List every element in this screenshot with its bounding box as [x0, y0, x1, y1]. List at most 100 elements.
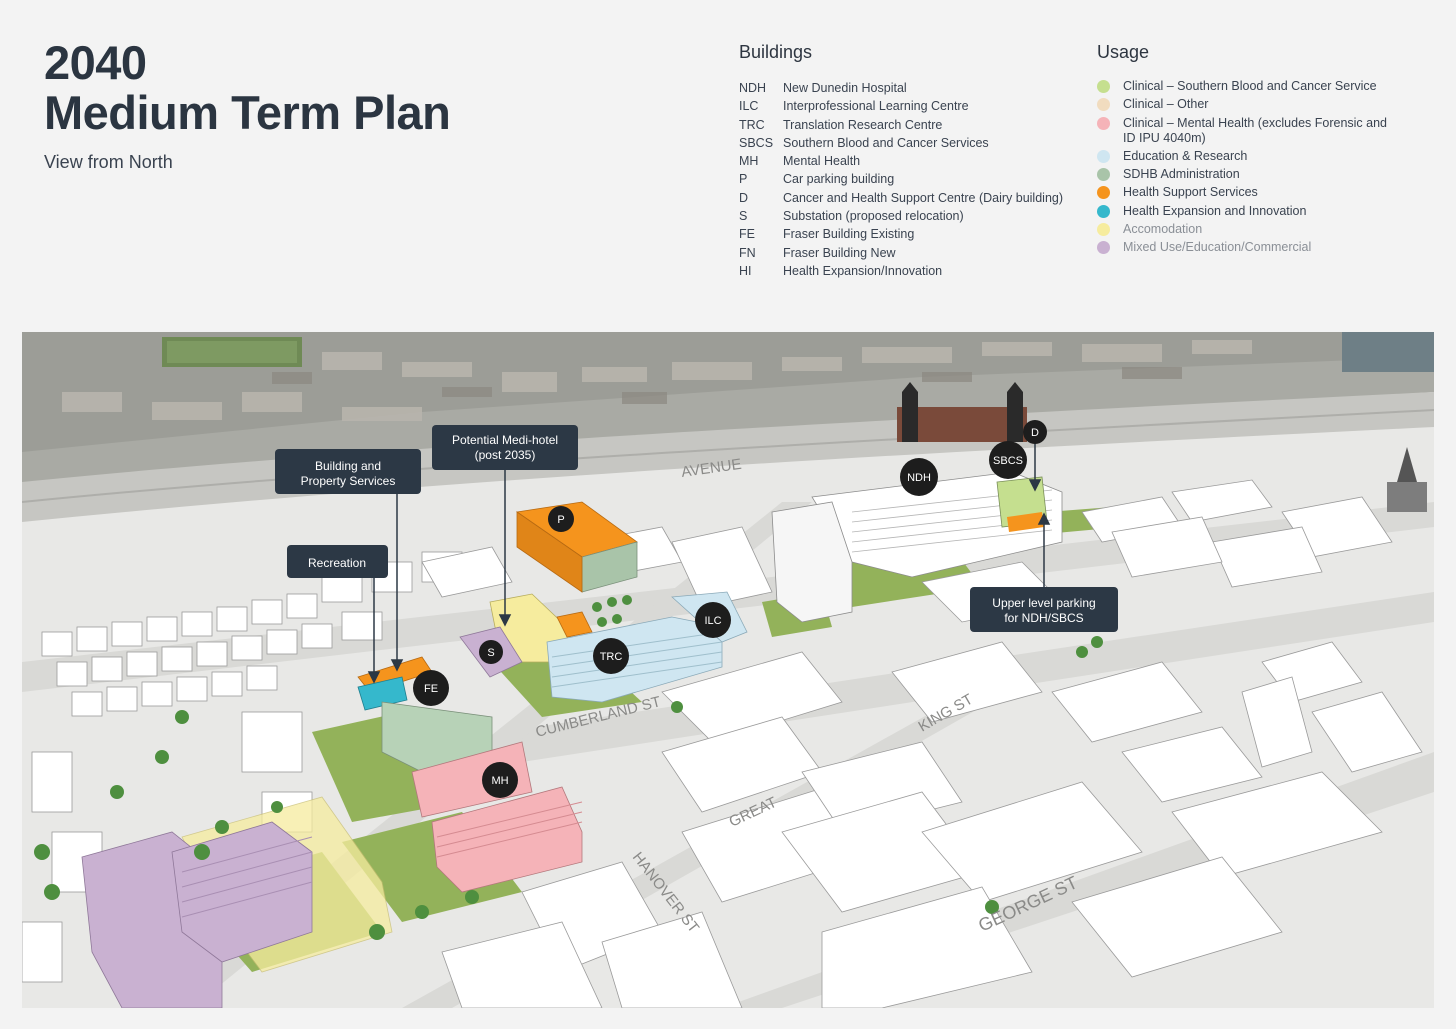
building-name: Interprofessional Learning Centre — [783, 99, 969, 114]
buildings-legend-heading: Buildings — [739, 42, 813, 62]
building-code: HI — [739, 263, 752, 278]
usage-label: SDHB Administration — [1123, 167, 1240, 182]
building-name: Cancer and Health Support Centre (Dairy … — [783, 190, 1064, 205]
building-code: FN — [739, 245, 756, 260]
usage-label: Health Support Services — [1123, 185, 1258, 200]
usage-legend-item: Clinical – Southern Blood and Cancer Ser… — [1097, 79, 1397, 94]
marker-ndh[interactable]: NDH — [900, 458, 938, 496]
usage-legend-heading: Usage — [1097, 42, 1150, 62]
marker-mh-label: MH — [491, 775, 508, 787]
building-legend-item: NDH New Dunedin Hospital — [739, 79, 1084, 97]
usage-color-swatch — [1097, 168, 1110, 182]
building-name: Translation Research Centre — [783, 117, 943, 132]
building-name: Fraser Building Existing — [783, 227, 915, 242]
trees — [34, 595, 1103, 940]
callout-upper-parking-line1: Upper level parking — [992, 596, 1095, 610]
usage-legend-item: Education & Research — [1097, 149, 1397, 164]
building-name: Mental Health — [783, 154, 861, 169]
building-legend-item: ILC Interprofessional Learning Centre — [739, 97, 1084, 115]
usage-label: Clinical – Other — [1123, 97, 1209, 112]
building-code: SBCS — [739, 135, 774, 150]
usage-legend-item: Mixed Use/Education/Commercial — [1097, 240, 1397, 255]
building-legend-item: FN Fraser Building New — [739, 244, 1084, 262]
usage-legend-item: Clinical – Mental Health (excludes Foren… — [1097, 116, 1397, 146]
marker-fe-label: FE — [424, 683, 438, 695]
building-name: New Dunedin Hospital — [783, 81, 907, 95]
marker-fe[interactable]: FE — [413, 670, 449, 706]
callout-recreation: Recreation — [287, 545, 388, 578]
building-code: S — [739, 209, 748, 224]
usage-color-swatch — [1097, 204, 1110, 218]
page-subtitle: View from North — [44, 152, 173, 172]
building-code: NDH — [739, 81, 767, 95]
callout-recreation-label: Recreation — [308, 556, 366, 570]
callout-building-services: Building and Property Services — [275, 449, 421, 494]
aerial-site-map[interactable]: CUMBERLAND ST KING ST GREAT HANOVER ST G… — [22, 332, 1434, 1008]
usage-label: Mixed Use/Education/Commercial — [1123, 240, 1312, 255]
building-legend-item: TRC Translation Research Centre — [739, 116, 1084, 134]
usage-legend-item: Health Expansion and Innovation — [1097, 204, 1397, 219]
building-name: Car parking building — [783, 172, 895, 187]
marker-s-label: S — [487, 647, 494, 659]
marker-trc-label: TRC — [600, 651, 623, 663]
usage-legend: Usage Clinical – Southern Blood and Canc… — [1097, 42, 1397, 259]
usage-label: Education & Research — [1123, 148, 1248, 163]
marker-ilc[interactable]: ILC — [695, 602, 731, 638]
building-name: Health Expansion/Innovation — [783, 263, 943, 278]
building-legend-item: D Cancer and Health Support Centre (Dairy… — [739, 189, 1084, 207]
callout-building-services-line2: Property Services — [301, 474, 396, 488]
usage-label: Health Expansion and Innovation — [1123, 203, 1307, 218]
building-name: Southern Blood and Cancer Services — [783, 135, 989, 150]
callout-medi-hotel-line1: Potential Medi-hotel — [452, 433, 558, 447]
usage-color-swatch — [1097, 223, 1110, 237]
building-code: MH — [739, 154, 759, 169]
usage-label: Clinical – Mental Health (excludes Foren… — [1123, 115, 1388, 145]
usage-legend-item: SDHB Administration — [1097, 167, 1397, 182]
usage-color-swatch — [1097, 98, 1110, 112]
usage-color-swatch — [1097, 186, 1110, 200]
marker-s[interactable]: S — [479, 640, 503, 664]
usage-label: Clinical – Southern Blood and Cancer Ser… — [1123, 79, 1377, 93]
callout-building-services-line1: Building and — [315, 459, 381, 473]
marker-d-label: D — [1031, 427, 1039, 439]
callout-upper-parking-line2: for NDH/SBCS — [1004, 611, 1083, 625]
usage-legend-item: Health Support Services — [1097, 185, 1397, 200]
usage-label: Accomodation — [1123, 222, 1203, 237]
usage-color-swatch — [1097, 149, 1110, 163]
building-name: Substation (proposed relocation) — [783, 209, 964, 224]
building-legend-item: S Substation (proposed relocation) — [739, 207, 1084, 225]
railway-station-heritage — [897, 382, 1027, 442]
building-legend-item: HI Health Expansion/Innovation — [739, 262, 1084, 280]
marker-mh[interactable]: MH — [482, 762, 518, 798]
callout-medi-hotel-line2: (post 2035) — [475, 448, 536, 462]
marker-trc[interactable]: TRC — [593, 638, 629, 674]
building-legend-item: P Car parking building — [739, 170, 1084, 188]
building-code: D — [739, 190, 749, 205]
usage-color-swatch — [1097, 116, 1110, 130]
callout-medi-hotel: Potential Medi-hotel (post 2035) — [432, 425, 578, 470]
marker-ndh-label: NDH — [907, 472, 931, 484]
usage-list: Clinical – Southern Blood and Cancer Ser… — [1097, 79, 1397, 255]
building-name: Fraser Building New — [783, 245, 896, 260]
marker-ilc-label: ILC — [704, 615, 721, 627]
usage-color-swatch — [1097, 241, 1110, 255]
marker-p[interactable]: P — [548, 506, 574, 532]
building-legend-item: SBCS Southern Blood and Cancer Services — [739, 134, 1084, 152]
usage-legend-item: Accomodation — [1097, 222, 1397, 237]
page-title: Medium Term Plan — [44, 86, 451, 139]
marker-sbcs-label: SBCS — [993, 455, 1023, 467]
marker-p-label: P — [557, 514, 564, 526]
building-code: P — [739, 172, 748, 187]
building-code: ILC — [739, 99, 759, 114]
marker-sbcs[interactable]: SBCS — [989, 441, 1027, 479]
building-code: TRC — [739, 117, 765, 132]
title-block: 2040 Medium Term Plan View from North — [44, 36, 451, 173]
building-legend-item: MH Mental Health — [739, 152, 1084, 170]
mental-health-building — [411, 741, 533, 818]
usage-legend-item: Clinical – Other — [1097, 97, 1397, 112]
page-title-year: 2040 — [44, 36, 147, 89]
marker-d[interactable]: D — [1023, 420, 1047, 444]
